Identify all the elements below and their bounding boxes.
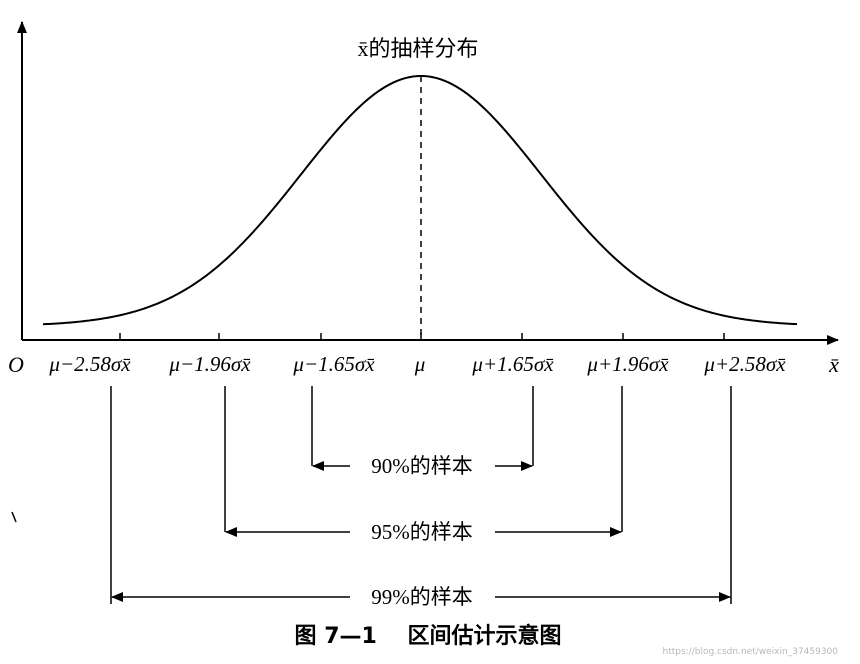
- interval-90-label: 90%的样本: [371, 454, 473, 478]
- watermark: https://blog.csdn.net/weixin_37459300: [662, 647, 838, 657]
- tick-label-plus-2-58: μ+2.58σx̄: [703, 352, 786, 376]
- interval-95-label: 95%的样本: [371, 520, 473, 544]
- scan-mark: [11, 511, 17, 523]
- tick-label-minus-2-58: μ−2.58σx̄: [48, 352, 131, 376]
- tick-label-plus-1-65: μ+1.65σx̄: [471, 352, 554, 376]
- tick-label-minus-1-65: μ−1.65σx̄: [292, 352, 375, 376]
- tick-label-mu: μ: [414, 352, 426, 376]
- tick-label-plus-1-96: μ+1.96σx̄: [586, 352, 669, 376]
- figure-caption: 图 7—1 区间估计示意图: [295, 623, 562, 649]
- normal-distribution-curve: [42, 74, 798, 326]
- tick-marks: [119, 333, 725, 340]
- tick-label-minus-1-96: μ−1.96σx̄: [168, 352, 251, 376]
- interval-99-label: 99%的样本: [371, 585, 473, 609]
- curve-title: x̄的抽样分布: [357, 36, 478, 61]
- x-axis-label: x̄: [828, 352, 839, 377]
- origin-label: O: [8, 352, 24, 377]
